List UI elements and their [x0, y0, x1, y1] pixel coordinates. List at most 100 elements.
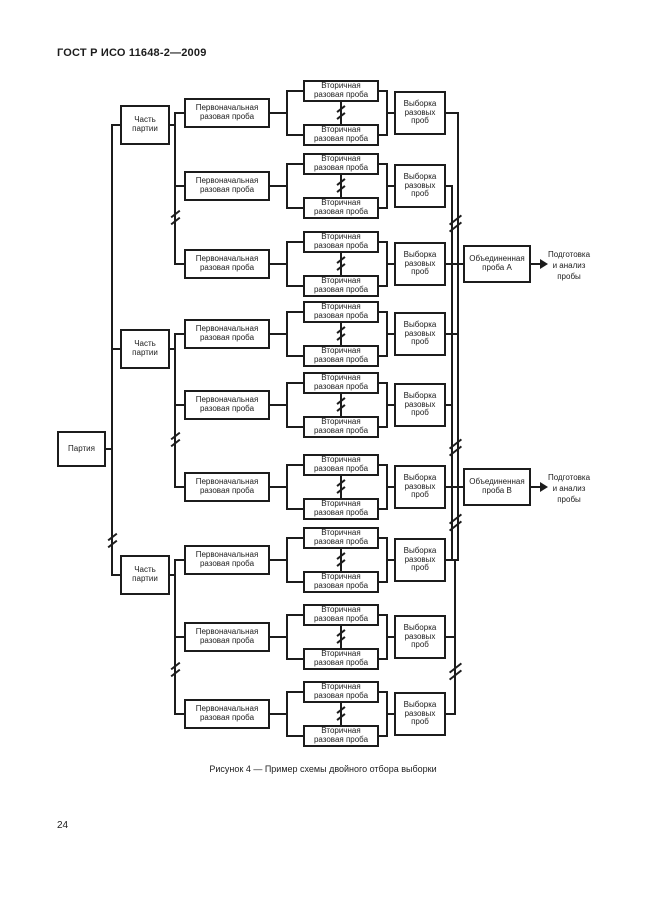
- part-fan-break-1: [168, 209, 183, 226]
- secondary-increment-box-8a: Вторичная разовая проба: [303, 604, 379, 626]
- part-fan-break-3: [168, 661, 183, 678]
- secondary-input-line: [288, 311, 303, 313]
- selection-output-line: [446, 112, 459, 114]
- selection-box-1: Выборка разовых проб: [394, 91, 446, 135]
- arrow-a-line: [531, 263, 540, 265]
- secondary-input-line: [288, 581, 303, 583]
- secondary-output-line: [379, 241, 387, 243]
- primary-output-line: [270, 112, 287, 114]
- selection-collect-line: [386, 241, 388, 287]
- selection-collect-line: [386, 614, 388, 660]
- selection-collect-line: [386, 537, 388, 583]
- primary-input-line: [176, 185, 184, 187]
- primary-input-line: [176, 486, 184, 488]
- secondary-output-line: [379, 658, 387, 660]
- secondary-input-line: [288, 691, 303, 693]
- secondary-increment-box-3b: Вторичная разовая проба: [303, 275, 379, 297]
- primary-input-line: [176, 333, 184, 335]
- selection-box-9: Выборка разовых проб: [394, 692, 446, 736]
- break-slash: [336, 559, 346, 567]
- break-slash: [336, 185, 346, 193]
- lot-box: Партия: [57, 431, 106, 467]
- secondary-output-line: [379, 581, 387, 583]
- selection-input-line: [388, 263, 394, 265]
- primary-output-line: [270, 636, 287, 638]
- primary-increment-box-4: Первоначальная разовая проба: [184, 319, 270, 349]
- part-output-line: [170, 574, 176, 576]
- primary-output-line: [270, 713, 287, 715]
- primary-output-line: [270, 333, 287, 335]
- part-output-line: [170, 348, 176, 350]
- secondary-pair-break: [334, 326, 348, 342]
- secondary-output-line: [379, 508, 387, 510]
- part-input-line: [113, 348, 120, 350]
- secondary-increment-box-4b: Вторичная разовая проба: [303, 345, 379, 367]
- primary-increment-box-5: Первоначальная разовая проба: [184, 390, 270, 420]
- secondary-input-line: [288, 90, 303, 92]
- break-slash: [336, 404, 346, 412]
- secondary-increment-box-5a: Вторичная разовая проба: [303, 372, 379, 394]
- secondary-input-line: [288, 355, 303, 357]
- secondary-input-line: [288, 285, 303, 287]
- selection-input-line: [388, 713, 394, 715]
- secondary-input-line: [288, 426, 303, 428]
- selection-box-6: Выборка разовых проб: [394, 465, 446, 509]
- secondary-fan-line: [286, 614, 288, 660]
- secondary-input-line: [288, 614, 303, 616]
- secondary-output-line: [379, 735, 387, 737]
- secondary-pair-break: [334, 629, 348, 645]
- secondary-increment-box-6a: Вторичная разовая проба: [303, 454, 379, 476]
- selection-input-line: [388, 112, 394, 114]
- secondary-fan-line: [286, 90, 288, 136]
- primary-increment-box-7: Первоначальная разовая проба: [184, 545, 270, 575]
- lot-part-box-3: Часть партии: [120, 555, 170, 595]
- lot-spine-break: [105, 532, 120, 549]
- secondary-output-line: [379, 355, 387, 357]
- lot-part-box-2: Часть партии: [120, 329, 170, 369]
- selection-input-line: [388, 636, 394, 638]
- arrow-b-head: [540, 482, 548, 492]
- lot-spine-line: [111, 124, 113, 576]
- part-fan-line-1: [174, 112, 176, 265]
- selection-box-8: Выборка разовых проб: [394, 615, 446, 659]
- break-slash: [336, 636, 346, 644]
- secondary-pair-break: [334, 706, 348, 722]
- primary-increment-box-2: Первоначальная разовая проба: [184, 171, 270, 201]
- primary-output-line: [270, 486, 287, 488]
- secondary-fan-line: [286, 163, 288, 209]
- primary-increment-box-1: Первоначальная разовая проба: [184, 98, 270, 128]
- primary-increment-box-3: Первоначальная разовая проба: [184, 249, 270, 279]
- secondary-increment-box-1a: Вторичная разовая проба: [303, 80, 379, 102]
- selection-output-line: [446, 636, 456, 638]
- primary-input-line: [176, 636, 184, 638]
- selection-collect-line: [386, 90, 388, 136]
- primary-output-line: [270, 559, 287, 561]
- secondary-input-line: [288, 464, 303, 466]
- selection-input-line: [388, 404, 394, 406]
- selection-output-line: [446, 263, 463, 265]
- arrow-a-head: [540, 259, 548, 269]
- secondary-output-line: [379, 537, 387, 539]
- bus-line-right: [457, 113, 459, 561]
- secondary-input-line: [288, 163, 303, 165]
- secondary-pair-break: [334, 256, 348, 272]
- secondary-input-line: [288, 134, 303, 136]
- primary-output-line: [270, 404, 287, 406]
- bus-break-3: [446, 513, 465, 532]
- bus-break-2: [446, 438, 465, 457]
- secondary-increment-box-7b: Вторичная разовая проба: [303, 571, 379, 593]
- bus-break-4: [446, 662, 465, 681]
- break-slash: [336, 333, 346, 341]
- selection-output-line: [446, 404, 453, 406]
- primary-increment-box-9: Первоначальная разовая проба: [184, 699, 270, 729]
- secondary-output-line: [379, 614, 387, 616]
- secondary-fan-line: [286, 311, 288, 357]
- composite-sample-a-box: Объединенная проба А: [463, 245, 531, 283]
- selection-input-line: [388, 559, 394, 561]
- selection-output-line: [446, 713, 456, 715]
- prep-analysis-label-a: Подготовка и анализ пробы: [547, 250, 591, 281]
- selection-box-2: Выборка разовых проб: [394, 164, 446, 208]
- secondary-fan-line: [286, 691, 288, 737]
